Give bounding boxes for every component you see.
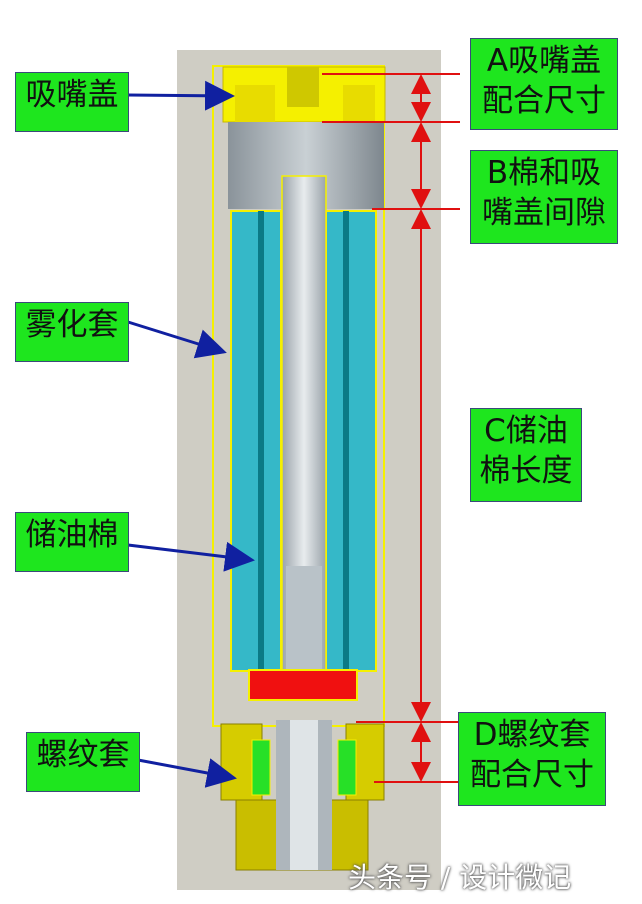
suction-cap-part xyxy=(222,66,386,123)
dimension-b-label: B棉和吸 嘴盖间隙 xyxy=(470,150,618,244)
dimension-d-label: D螺纹套 配合尺寸 xyxy=(458,712,606,806)
atomizer-sleeve-arrow xyxy=(127,320,227,359)
heater-coil xyxy=(248,669,358,701)
oil-cotton-arrow xyxy=(127,541,255,572)
atomizer-sleeve-label: 雾化套 xyxy=(15,302,129,362)
dimension-a-label: A吸嘴盖 配合尺寸 xyxy=(470,38,618,130)
suction-cap-arrow xyxy=(127,80,235,111)
dimension-c-label: C储油 棉长度 xyxy=(470,408,582,502)
oil-cotton-part xyxy=(230,210,377,672)
suction-cap-label: 吸嘴盖 xyxy=(15,72,129,132)
watermark: 头条号 / 设计微记 xyxy=(348,861,572,894)
thread-sleeve-label: 螺纹套 xyxy=(26,732,140,792)
oil-cotton-label: 储油棉 xyxy=(15,512,129,572)
thread-sleeve-arrow xyxy=(137,758,237,788)
thread-sleeve-part xyxy=(220,720,385,871)
center-rod-lower xyxy=(286,566,322,676)
